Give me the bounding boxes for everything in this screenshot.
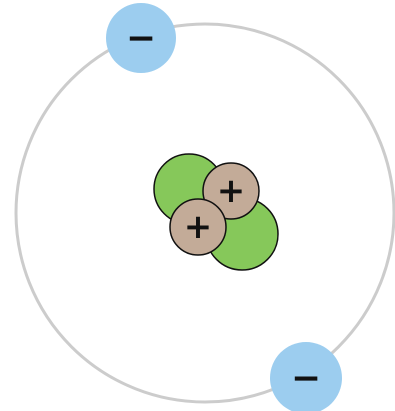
proton-top: + (202, 162, 260, 220)
proton-bottom-sign: + (184, 207, 213, 247)
proton-bottom: + (169, 198, 227, 256)
electron-orbit (14, 22, 395, 404)
proton-top-sign: + (217, 171, 246, 211)
nucleus: + + (153, 153, 279, 271)
electron-top: − (106, 3, 176, 73)
electron-bottom-sign: − (291, 358, 321, 399)
proton-bottom-circle (169, 198, 227, 256)
proton-top-circle (202, 162, 260, 220)
electron-bottom-circle (270, 342, 342, 411)
electron-top-sign: − (126, 18, 156, 59)
electron-top-circle (106, 3, 176, 73)
electron-bottom: − (270, 342, 342, 411)
